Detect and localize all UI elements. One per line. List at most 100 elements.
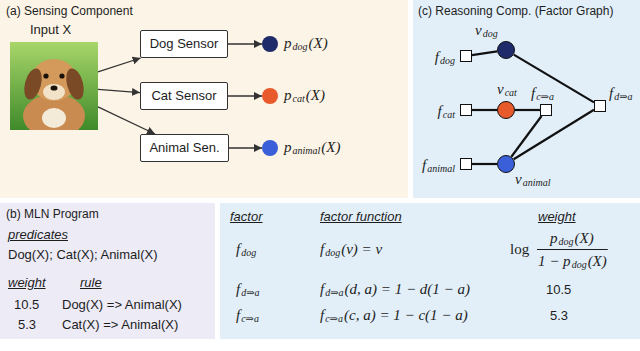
label-text: Animal Sen. (149, 140, 219, 156)
sensor-box: Cat Sensor (140, 82, 228, 110)
mln-program-panel: (b) MLN Program predicatesDog(X); Cat(X);… (0, 203, 215, 339)
label-text: (X) (309, 35, 328, 51)
text-slot: factor function (320, 209, 402, 224)
label-text: v (497, 81, 504, 97)
text-slot: factor (230, 209, 263, 224)
label-text: dog (440, 55, 455, 66)
text-slot: Animal Sen. (141, 135, 228, 161)
label-text: p (284, 139, 292, 155)
label-text: weight (8, 275, 46, 290)
label-text: d⇒a (614, 91, 632, 102)
factor-table: factorfactor functionweightfdogfdog(v) =… (220, 203, 640, 339)
puppy-eye (59, 73, 64, 78)
text-slot: c⇒a (325, 313, 343, 324)
text-slot: c⇒a (536, 91, 554, 102)
variable-node: vdog (497, 41, 515, 59)
puppy-photo (10, 42, 98, 130)
label-text: weight (538, 209, 576, 224)
text-slot: f (320, 281, 324, 297)
text-slot: f (236, 241, 240, 257)
label-text: f (236, 281, 240, 297)
label-text: d⇒a (325, 287, 343, 298)
label-text: p (284, 87, 292, 103)
text-slot: 10.5 (546, 282, 571, 297)
text-slot: v (475, 22, 482, 38)
label-text: Dog Sensor (150, 36, 219, 52)
variable-node: vanimal (497, 155, 515, 173)
label-text: (v) = v (341, 241, 382, 257)
text-slot: f (531, 85, 535, 101)
text-slot: f (422, 157, 426, 173)
label-text: v (475, 22, 482, 38)
text-slot: (X) (306, 87, 325, 103)
text-slot: (b) MLN Program (6, 207, 99, 222)
label-text: p (550, 230, 558, 246)
label-text: Input X (30, 22, 71, 38)
label-text: (c) Reasoning Comp. (Factor Graph) (418, 4, 613, 19)
label-text: c⇒a (241, 313, 259, 324)
label-text: (b) MLN Program (6, 207, 99, 222)
text-slot: (v) = v (341, 241, 382, 257)
text-slot: 5.3 (18, 317, 36, 332)
text-slot: p (284, 35, 292, 51)
label-text: 10.5 (546, 282, 571, 297)
label-text: f (236, 307, 240, 323)
text-slot: v (515, 171, 522, 187)
text-slot: v (497, 81, 504, 97)
label-text: dog (559, 236, 574, 247)
text-slot: 10.5 (14, 297, 39, 312)
label-text: dog (293, 41, 308, 52)
text-slot: Dog(X) => Animal(X) (62, 297, 182, 312)
label-text: animal (293, 145, 321, 156)
label-text: p (284, 35, 292, 51)
text-slot: f (320, 307, 324, 323)
text-slot: cat (293, 93, 305, 104)
label-text: dog (572, 259, 587, 270)
text-slot: Dog(X); Cat(X); Animal(X) (8, 247, 158, 262)
text-slot: (X) (321, 139, 340, 155)
text-slot: cat (505, 87, 517, 98)
variable-node: vcat (497, 101, 515, 119)
text-slot: weight (538, 209, 576, 224)
text-slot: c⇒a (241, 313, 259, 324)
probability-dot: pcat(X) (262, 88, 278, 104)
label-text: f (320, 241, 324, 257)
text-slot: f (438, 103, 442, 119)
probability-dot: pdog(X) (262, 36, 278, 52)
label-text: (X) (306, 87, 325, 103)
label-text: (X) (588, 253, 607, 269)
text-slot: Dog Sensor (141, 31, 227, 57)
fraction-bar (537, 249, 608, 250)
text-slot: d⇒a (325, 287, 343, 298)
factor-square: fd⇒a (594, 100, 606, 112)
text-slot: (a) Sensing Component (6, 4, 133, 19)
factor-edge (472, 109, 497, 111)
factor-edge (472, 163, 497, 165)
sensor-box: Animal Sen. (140, 134, 229, 162)
text-slot: (d, a) = 1 − d(1 − a) (345, 281, 470, 297)
text-slot: cat (443, 109, 455, 120)
text-slot: animal (523, 177, 551, 188)
label-text: (c, a) = 1 − c(1 − a) (344, 307, 468, 323)
label-text: 5.3 (18, 317, 36, 332)
text-slot: Input X (30, 22, 71, 38)
text-slot: p (284, 139, 292, 155)
label-text: c⇒a (325, 313, 343, 324)
text-slot: weight (8, 275, 46, 290)
puppy-ear (63, 66, 87, 101)
label-text: (X) (321, 139, 340, 155)
text-slot: f (236, 281, 240, 297)
text-slot: f (609, 85, 613, 101)
text-slot: p (550, 230, 558, 246)
text-slot: predicates (8, 227, 68, 242)
label-text: predicates (8, 227, 68, 242)
text-slot: Cat Sensor (141, 83, 227, 109)
label-text: dog (325, 247, 340, 258)
text-slot: (c, a) = 1 − c(1 − a) (344, 307, 468, 323)
label-text: (X) (575, 230, 594, 246)
label-text: factor function (320, 209, 402, 224)
text-slot: rule (80, 275, 102, 290)
label-text: Cat Sensor (151, 88, 216, 104)
label-text: (a) Sensing Component (6, 4, 133, 19)
text-slot: d⇒a (614, 91, 632, 102)
